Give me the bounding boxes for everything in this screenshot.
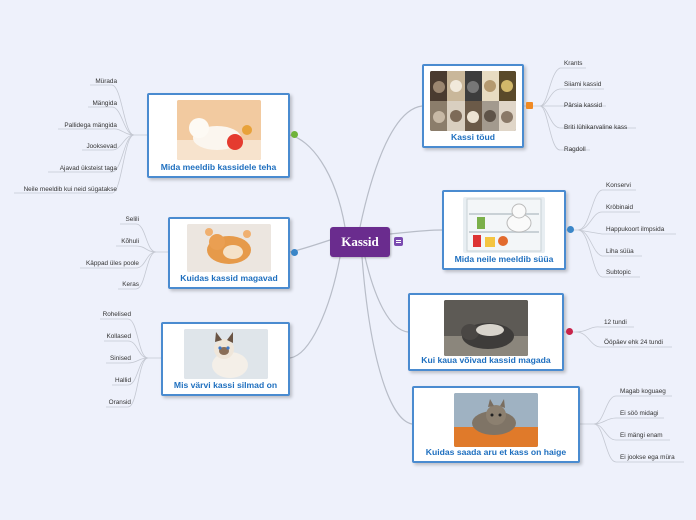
leaf-siiami[interactable]: Siiami kassid	[564, 81, 602, 88]
leaf-ei-mangi[interactable]: Ei mängi enam	[620, 432, 663, 439]
topic-title: Mida meeldib kassidele teha	[160, 162, 277, 172]
leaf-mangida[interactable]: Mängida	[92, 100, 117, 107]
leaf-24-tundi[interactable]: Ööpäev ehk 24 tundi	[604, 339, 663, 346]
leaf-hallid[interactable]: Hallid	[115, 377, 131, 384]
leaf-ragdoll[interactable]: Ragdoll	[564, 146, 586, 153]
globe-icon	[291, 249, 298, 256]
leaf-liha[interactable]: Liha süüa	[606, 248, 634, 255]
sleeping-cat-image	[444, 300, 528, 356]
leaf-12-tundi[interactable]: 12 tundi	[604, 319, 627, 326]
playing-cat-image	[176, 100, 261, 160]
stop-icon	[566, 328, 573, 335]
cat-belly-image	[187, 224, 271, 272]
topic-sick-cat[interactable]: Kuidas saada aru et kass on haige	[412, 386, 580, 463]
leaf-murada[interactable]: Mürada	[95, 78, 117, 85]
leaf-ei-soo[interactable]: Ei söö midagi	[620, 410, 659, 417]
topic-cat-breeds[interactable]: Kassi töud	[422, 64, 524, 148]
leaf-oransid[interactable]: Oransid	[108, 399, 131, 406]
leaf-krants[interactable]: Krants	[564, 60, 583, 67]
leaf-kollased[interactable]: Kollased	[106, 333, 131, 340]
topic-title: Mis värvi kassi silmad on	[173, 380, 278, 390]
cat-fridge-image	[463, 197, 545, 253]
leaf-happukoor[interactable]: Happukoort ilmpsida	[606, 226, 665, 233]
topic-eye-colors[interactable]: Mis värvi kassi silmad on	[161, 322, 290, 396]
leaf-konservi[interactable]: Konservi	[606, 182, 631, 189]
leaf-ei-jookse[interactable]: Ei jookse ega müra	[620, 454, 675, 461]
leaf-parsia[interactable]: Pärsia kassid	[564, 102, 603, 109]
leaf-magab[interactable]: Magab koguaeg	[620, 388, 666, 395]
topic-cat-activities[interactable]: Mida meeldib kassidele teha	[147, 93, 290, 178]
leaf-kohuli[interactable]: Kõhuli	[121, 238, 139, 245]
leaf-pallidega[interactable]: Pallidega mängida	[64, 122, 117, 129]
cat-breeds-image	[430, 71, 516, 131]
globe-icon	[567, 226, 574, 233]
leaf-jooksevad[interactable]: Jooksevad	[86, 143, 117, 150]
leaf-krobinaid[interactable]: Kröbinaid	[606, 204, 634, 211]
topic-title: Mida neile meeldib süüa	[454, 254, 554, 264]
central-topic[interactable]: Kassid	[330, 227, 390, 257]
topic-sleep-positions[interactable]: Kuidas kassid magavad	[168, 217, 290, 289]
leaf-kappad[interactable]: Käppad üles poole	[86, 260, 139, 267]
leaf-sinised[interactable]: Sinised	[110, 355, 131, 362]
siamese-cat-image	[183, 329, 268, 379]
leaf-rohelised[interactable]: Rohelised	[102, 311, 131, 318]
sick-cat-image	[454, 393, 538, 447]
topic-sleep-duration[interactable]: Kui kaua võivad kassid magada	[408, 293, 564, 371]
leaf-selili[interactable]: Selili	[125, 216, 140, 223]
orange-square-icon	[526, 102, 533, 109]
refresh-icon	[291, 131, 298, 138]
leaf-sugatakse[interactable]: Neile meeldib kui neid sügatakse	[23, 186, 117, 193]
topic-title: Kui kaua võivad kassid magada	[421, 355, 551, 365]
leaf-keras[interactable]: Keras	[122, 281, 139, 288]
topic-title: Kassi töud	[451, 132, 495, 142]
leaf-ajavad[interactable]: Ajavad üksteist taga	[59, 165, 117, 172]
leaf-briti[interactable]: Briti lühikarvaline kass	[564, 124, 628, 131]
topic-food[interactable]: Mida neile meeldib süüa	[442, 190, 566, 270]
topic-title: Kuidas saada aru et kass on haige	[425, 447, 567, 457]
note-icon[interactable]	[394, 237, 403, 246]
topic-title: Kuidas kassid magavad	[180, 273, 278, 283]
central-topic-label: Kassid	[341, 234, 379, 249]
leaf-subtopic[interactable]: Subtopic	[606, 269, 631, 276]
